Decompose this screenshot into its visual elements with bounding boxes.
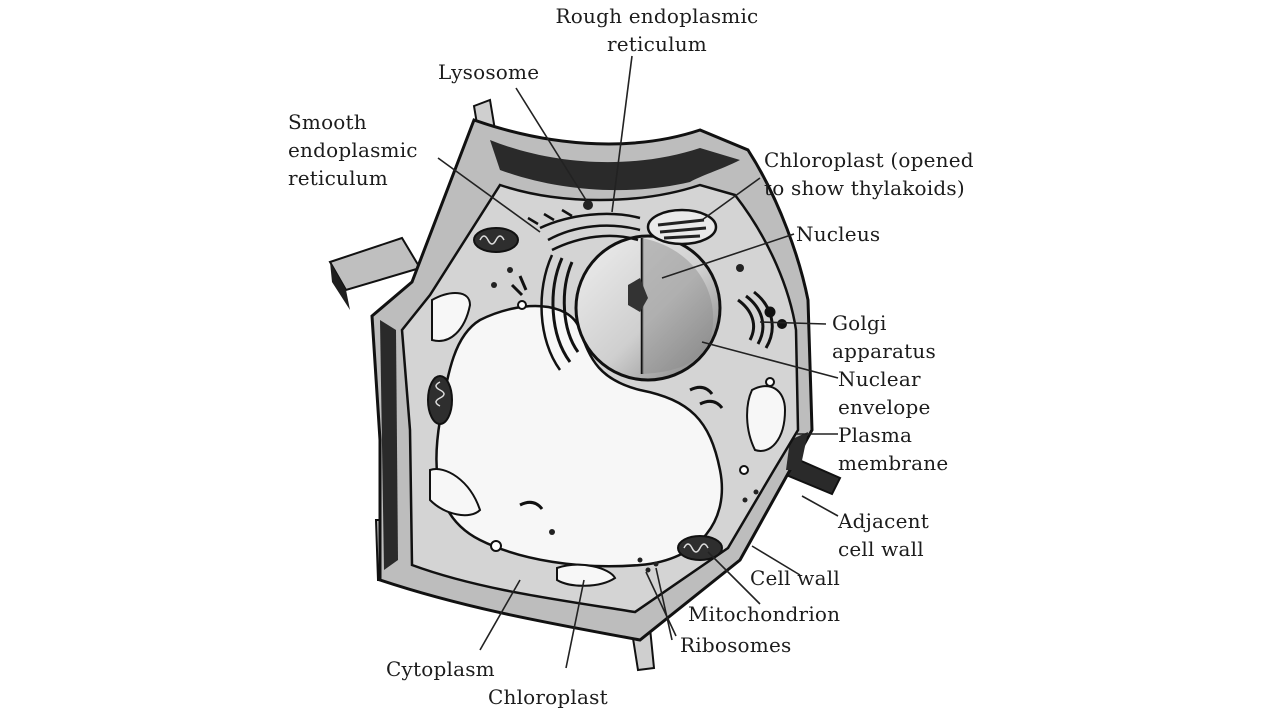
label-smooth-er: Smooth endoplasmic reticulum [288,110,418,190]
leader-adjacent-cell-wall [801,495,839,517]
label-lysosome: Lysosome [438,60,540,84]
ribosomes-and-vesicles [490,200,775,573]
label-plasma-membrane: Plasma membrane [838,423,949,475]
label-nucleus: Nucleus [796,222,881,246]
label-golgi: Golgi apparatus [832,311,936,363]
label-nuclear-envelope: Nuclear envelope [838,367,931,419]
label-rough-er: Rough endoplasmic reticulum [555,4,759,56]
leader-lines [437,55,839,669]
leader-chloroplast [565,579,585,669]
leader-nuclear-envelope [701,341,839,379]
leader-lysosome [515,87,587,201]
leader-cell-wall [751,545,801,576]
leader-chloroplast-opened [701,177,761,221]
leader-smooth-er [437,157,541,233]
leader-ribosomes-2 [655,567,673,641]
golgi-apparatus [737,290,787,349]
label-cytoplasm: Cytoplasm [386,657,495,681]
leader-nucleus [661,233,795,279]
label-chloroplast: Chloroplast [488,685,608,709]
nucleus [540,234,722,382]
label-ribosomes: Ribosomes [680,633,792,657]
label-chloroplast-opened: Chloroplast (opened to show thylakoids) [764,148,974,200]
leader-rough-er [611,55,633,213]
label-mitochondrion: Mitochondrion [688,602,841,626]
mitochondria [427,227,723,561]
chloroplast-opened [646,208,718,246]
leader-ribosomes-1 [645,571,677,637]
endoplasmic-reticulum [527,208,641,252]
label-cell-wall: Cell wall [750,566,840,590]
leader-golgi [759,321,827,325]
label-adjacent-cell-wall: Adjacent cell wall [838,509,929,561]
leader-cytoplasm [479,579,521,651]
leader-mitochondrion [707,551,761,605]
